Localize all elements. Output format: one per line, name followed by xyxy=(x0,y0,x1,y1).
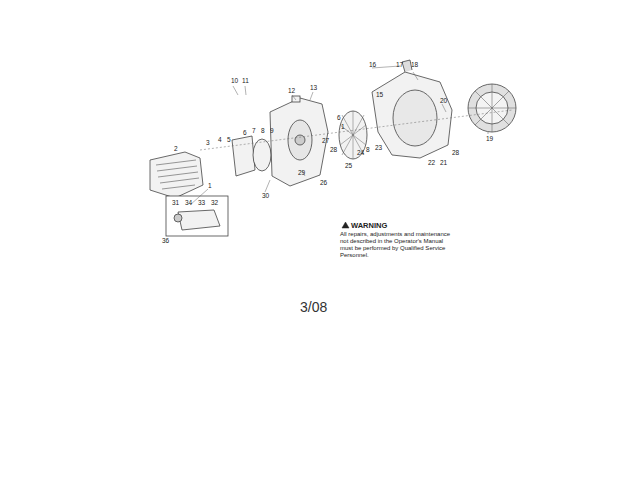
callout-number: 28 xyxy=(452,150,459,157)
callout-number: 1 xyxy=(208,183,212,190)
callout-number: 28 xyxy=(330,147,337,154)
callout-number: 17 xyxy=(396,62,403,69)
callout-number: 30 xyxy=(262,193,269,200)
callout-number: 12 xyxy=(288,88,295,95)
warning-note: All repairs, adjustments and maintenance… xyxy=(340,231,452,259)
callout-number: 21 xyxy=(440,160,447,167)
callout-number: 3 xyxy=(206,140,210,147)
callout-number: 4 xyxy=(218,137,222,144)
callout-number: 26 xyxy=(320,180,327,187)
callout-number: 27 xyxy=(322,138,329,145)
callout-number: 1 xyxy=(341,124,345,131)
carburetor xyxy=(178,210,220,230)
callout-number: 34 xyxy=(185,200,192,207)
callout-number: 8 xyxy=(366,147,370,154)
callout-number: 29 xyxy=(298,170,305,177)
blower-housing xyxy=(372,72,452,158)
callout-number: 18 xyxy=(411,62,418,69)
callout-number: 6 xyxy=(243,130,247,137)
callout-number: 16 xyxy=(369,62,376,69)
callout-number: 5 xyxy=(227,137,231,144)
callout-number: 7 xyxy=(252,128,256,135)
callout-number: 13 xyxy=(310,85,317,92)
callout-number: 33 xyxy=(198,200,205,207)
callout-number: 24 xyxy=(357,150,364,157)
callout-number: 6 xyxy=(337,115,341,122)
impeller xyxy=(339,111,367,159)
flywheel xyxy=(253,139,271,171)
intake-grill xyxy=(468,84,516,132)
callout-number: 22 xyxy=(428,160,435,167)
warning-heading: WARNING xyxy=(351,222,387,230)
callout-number: 20 xyxy=(440,98,447,105)
callout-number: 8 xyxy=(261,128,265,135)
page-date: 3/08 xyxy=(300,300,327,314)
inset-box xyxy=(166,196,228,236)
callout-number: 19 xyxy=(486,136,493,143)
callout-number: 25 xyxy=(345,163,352,170)
callout-number: 11 xyxy=(242,78,249,85)
callout-number: 2 xyxy=(174,146,178,153)
callout-number: 15 xyxy=(376,92,383,99)
starter-cover xyxy=(232,136,255,176)
callout-number: 10 xyxy=(231,78,238,85)
callout-number: 31 xyxy=(172,200,179,207)
callout-number: 36 xyxy=(162,238,169,245)
engine-block xyxy=(270,98,328,186)
callout-number: 23 xyxy=(375,145,382,152)
shroud xyxy=(150,152,203,198)
callout-number: 9 xyxy=(270,128,274,135)
callout-number: 32 xyxy=(211,200,218,207)
